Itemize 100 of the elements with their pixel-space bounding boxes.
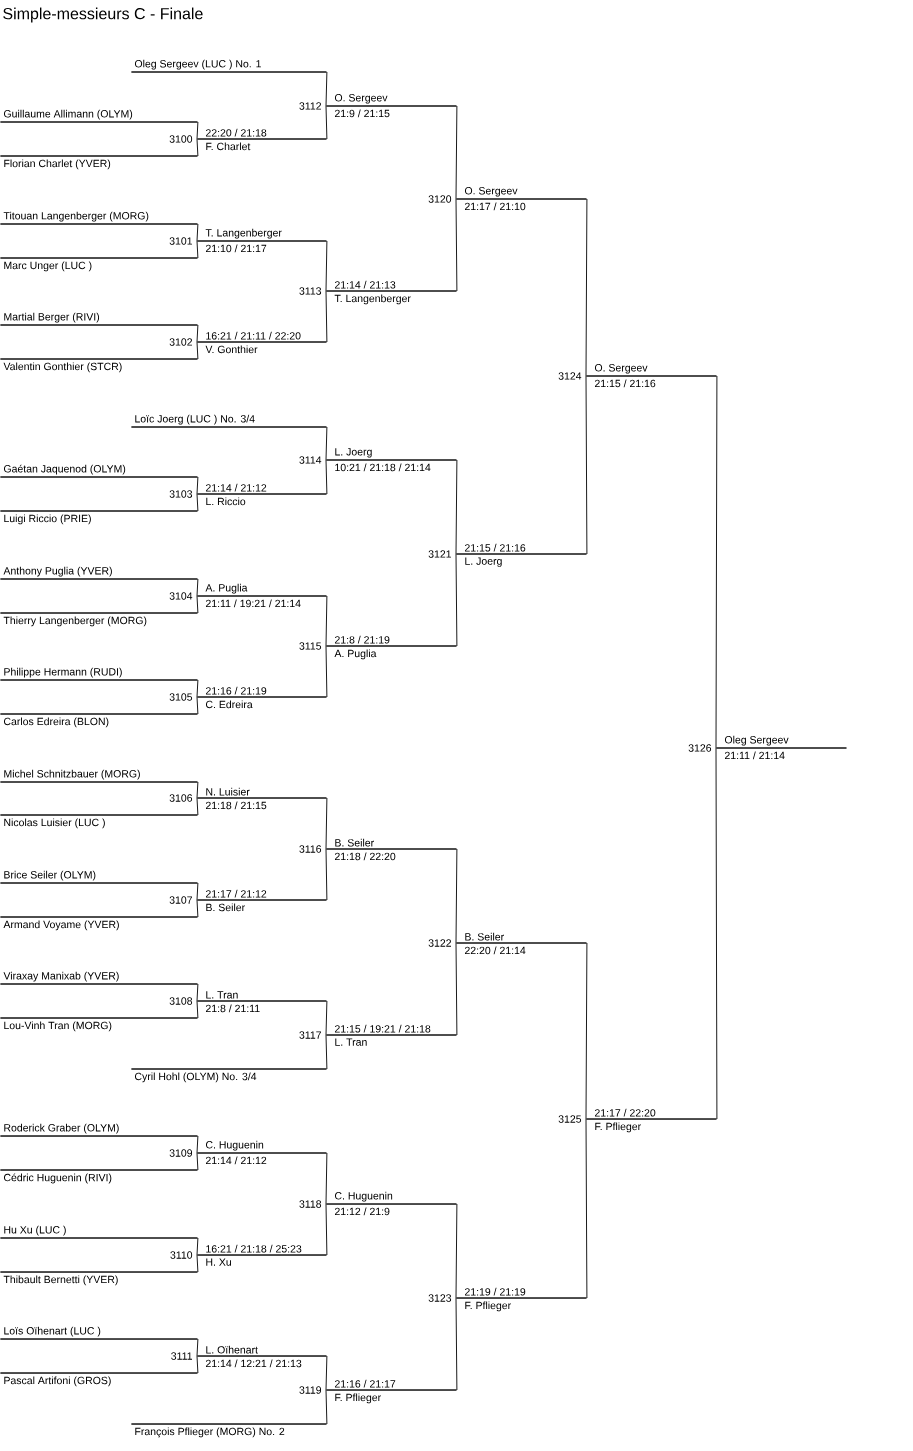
bracket-connector: [455, 942, 458, 1036]
player-name: L. Joerg: [465, 557, 502, 567]
match-number: 3105: [169, 693, 193, 701]
player-name: F. Charlet: [206, 142, 251, 151]
player-name: Anthony Puglia (YVER): [3, 566, 112, 577]
bracket-connector: [325, 1152, 328, 1205]
player-name: Luigi Riccio (PRIE): [4, 514, 91, 525]
bracket-connector: [715, 375, 718, 749]
player-name: L. Tran: [335, 1038, 367, 1046]
match-number: 3104: [169, 592, 193, 600]
bracket-connector: [325, 71, 328, 107]
bracket-connector: [196, 1355, 199, 1374]
player-name: Philippe Hermann (RUDI): [4, 667, 122, 678]
player-name: F. Pflieger: [595, 1122, 641, 1133]
bracket-connector: [196, 493, 199, 512]
bracket-connector: [325, 595, 328, 647]
player-name: Armand Voyame (YVER): [3, 920, 119, 931]
player-name: Brice Seiler (OLYM): [4, 870, 96, 881]
bracket-connector: [585, 198, 588, 377]
match-score: 21:14 / 12:21 / 21:13: [206, 1359, 302, 1368]
match-score: 21:15 / 19:21 / 21:18: [335, 1024, 431, 1033]
match-number: 3121: [428, 550, 452, 558]
match-number: 3115: [299, 642, 322, 650]
bracket-connector: [325, 645, 328, 698]
bracket-connector: [196, 882, 199, 901]
match-number: 3103: [169, 490, 193, 498]
player-name: Guillaume Allimann (OLYM): [4, 109, 133, 120]
match-score: 16:21 / 21:18 / 25:23: [206, 1244, 302, 1253]
match-number: 3106: [169, 794, 193, 802]
bracket-connector: [325, 1203, 328, 1256]
match-score: 21:18 / 21:15: [206, 801, 267, 810]
player-name: Florian Charlet (YVER): [4, 159, 111, 170]
bracket-connector: [196, 1152, 199, 1171]
bracket-connector: [585, 942, 588, 1120]
match-score: 21:15 / 21:16: [465, 543, 526, 552]
bracket-connector: [196, 1135, 199, 1154]
match-score: 21:12 / 21:9: [335, 1207, 390, 1216]
player-name: V. Gonthier: [205, 345, 258, 354]
bracket-connector: [325, 1000, 328, 1036]
match-score: 21:14 / 21:13: [335, 280, 396, 289]
player-name: Lou-Vinh Tran (MORG): [4, 1021, 112, 1032]
bracket-connector: [325, 1389, 328, 1425]
player-name: Valentin Gonthier (STCR): [3, 362, 122, 373]
bracket-connector: [325, 459, 328, 495]
match-number: 3111: [171, 1352, 193, 1360]
player-name: Cyril Hohl (OLYM) No. 3/4: [135, 1072, 257, 1083]
match-score: 21:9 / 21:15: [335, 109, 390, 118]
player-name: T. Langenberger: [205, 228, 282, 239]
bracket-connector: [196, 781, 199, 799]
bracket-connector: [455, 1203, 458, 1299]
match-number: 3116: [299, 845, 322, 853]
match-score: 21:11 / 19:21 / 21:14: [206, 599, 301, 608]
match-number: 3123: [428, 1294, 452, 1302]
match-score: 21:14 / 21:12: [206, 1156, 267, 1165]
match-number: 3117: [299, 1031, 321, 1039]
match-score: 21:14 / 21:12: [206, 483, 267, 492]
player-name: C. Huguenin: [206, 1140, 264, 1151]
match-number: 3102: [169, 338, 192, 346]
bracket-connector: [196, 1338, 199, 1357]
title: Simple-messieurs C - Finale: [3, 7, 203, 23]
player-name: Viraxay Manixab (YVER): [3, 971, 119, 982]
match-number: 3126: [688, 744, 712, 752]
match-number: 3107: [169, 896, 192, 904]
match-score: 16:21 / 21:11 / 22:20: [206, 331, 301, 340]
bracket-connector: [585, 375, 588, 555]
player-name: L. Joerg: [335, 448, 372, 458]
bracket-connector: [196, 1254, 199, 1273]
bracket-connector: [325, 848, 328, 901]
player-name: F. Pflieger: [465, 1301, 511, 1312]
player-name: Hu Xu (LUC ): [4, 1225, 66, 1236]
match-number: 3101: [169, 237, 192, 245]
bracket-connector: [196, 324, 199, 343]
match-score: 21:8 / 21:19: [335, 635, 390, 644]
bracket-connector: [455, 1297, 458, 1391]
player-name: A. Puglia: [205, 583, 248, 594]
player-name: Gaétan Jaquenod (OLYM): [4, 464, 126, 475]
player-name: C. Edreira: [206, 700, 253, 709]
match-score: 21:17 / 21:12: [206, 889, 267, 898]
bracket-connector: [325, 1355, 328, 1391]
player-name: Cédric Huguenin (RIVI): [4, 1173, 112, 1184]
bracket-connector: [455, 105, 458, 200]
match-number: 3124: [558, 372, 582, 380]
bracket-connector: [196, 121, 199, 140]
bracket-connector: [455, 198, 458, 292]
player-name: L. Tran: [206, 991, 238, 999]
player-name: François Pflieger (MORG) No. 2: [135, 1427, 285, 1438]
match-number: 3108: [169, 997, 193, 1005]
bracket-connector: [196, 341, 199, 360]
match-score: 21:10 / 21:17: [206, 244, 267, 253]
bracket-connector: [196, 138, 199, 157]
match-number: 3125: [558, 1115, 582, 1123]
match-score: 21:8 / 21:11: [206, 1004, 260, 1013]
match-score: 10:21 / 21:18 / 21:14: [335, 463, 431, 472]
player-name: B. Seiler: [335, 838, 374, 847]
match-number: 3109: [169, 1149, 193, 1157]
bracket-connector: [196, 679, 199, 698]
bracket-connector: [325, 240, 328, 292]
player-name: Thibault Bernetti (YVER): [3, 1275, 118, 1286]
player-name: Carlos Edreira (BLON): [4, 717, 109, 728]
bracket-connector: [455, 553, 458, 647]
